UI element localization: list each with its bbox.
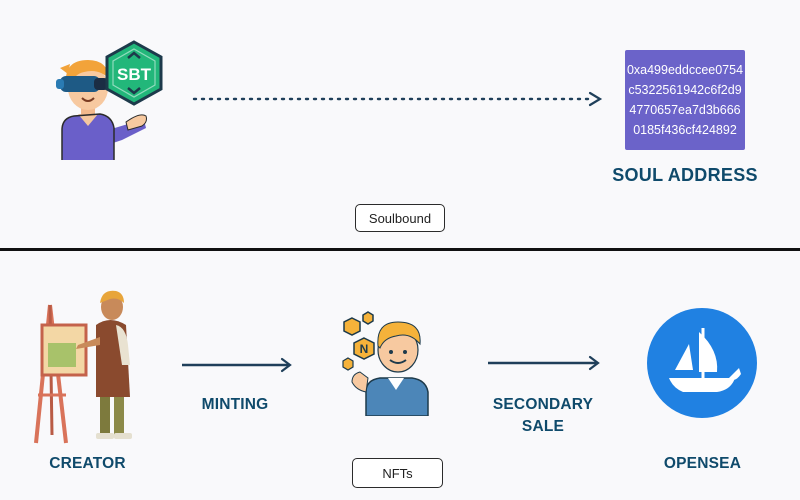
creator-label: CREATOR	[49, 455, 126, 472]
soul-address-label: SOUL ADDRESS	[612, 165, 758, 185]
soulbound-pill: Soulbound	[355, 204, 445, 232]
creator-artist-illustration	[34, 290, 132, 444]
secondary-sale-line2: SALE	[521, 418, 565, 435]
vr-user-illustration	[56, 60, 147, 160]
sbt-badge-icon: SBT	[105, 40, 163, 106]
minting-arrow	[182, 357, 292, 373]
sbt-badge-label: SBT	[117, 65, 152, 84]
secondary-sale-arrow	[488, 355, 600, 371]
section-divider	[0, 248, 800, 251]
soul-address-value: 0xa499eddccee0754c5322561942c6f2d9477065…	[626, 63, 744, 137]
opensea-label: OPENSEA	[663, 455, 742, 472]
minting-label: MINTING	[201, 396, 269, 413]
opensea-logo-icon	[647, 308, 757, 418]
secondary-sale-line1: SECONDARY	[492, 396, 594, 413]
secondary-sale-label: SECONDARY SALE	[478, 394, 608, 438]
nft-holder-illustration: N	[342, 311, 429, 416]
soulbound-dotted-arrow	[192, 91, 603, 107]
nft-token-letter: N	[360, 342, 369, 356]
soul-address-box: 0xa499eddccee0754c5322561942c6f2d9477065…	[625, 50, 745, 150]
nfts-pill: NFTs	[352, 458, 443, 488]
